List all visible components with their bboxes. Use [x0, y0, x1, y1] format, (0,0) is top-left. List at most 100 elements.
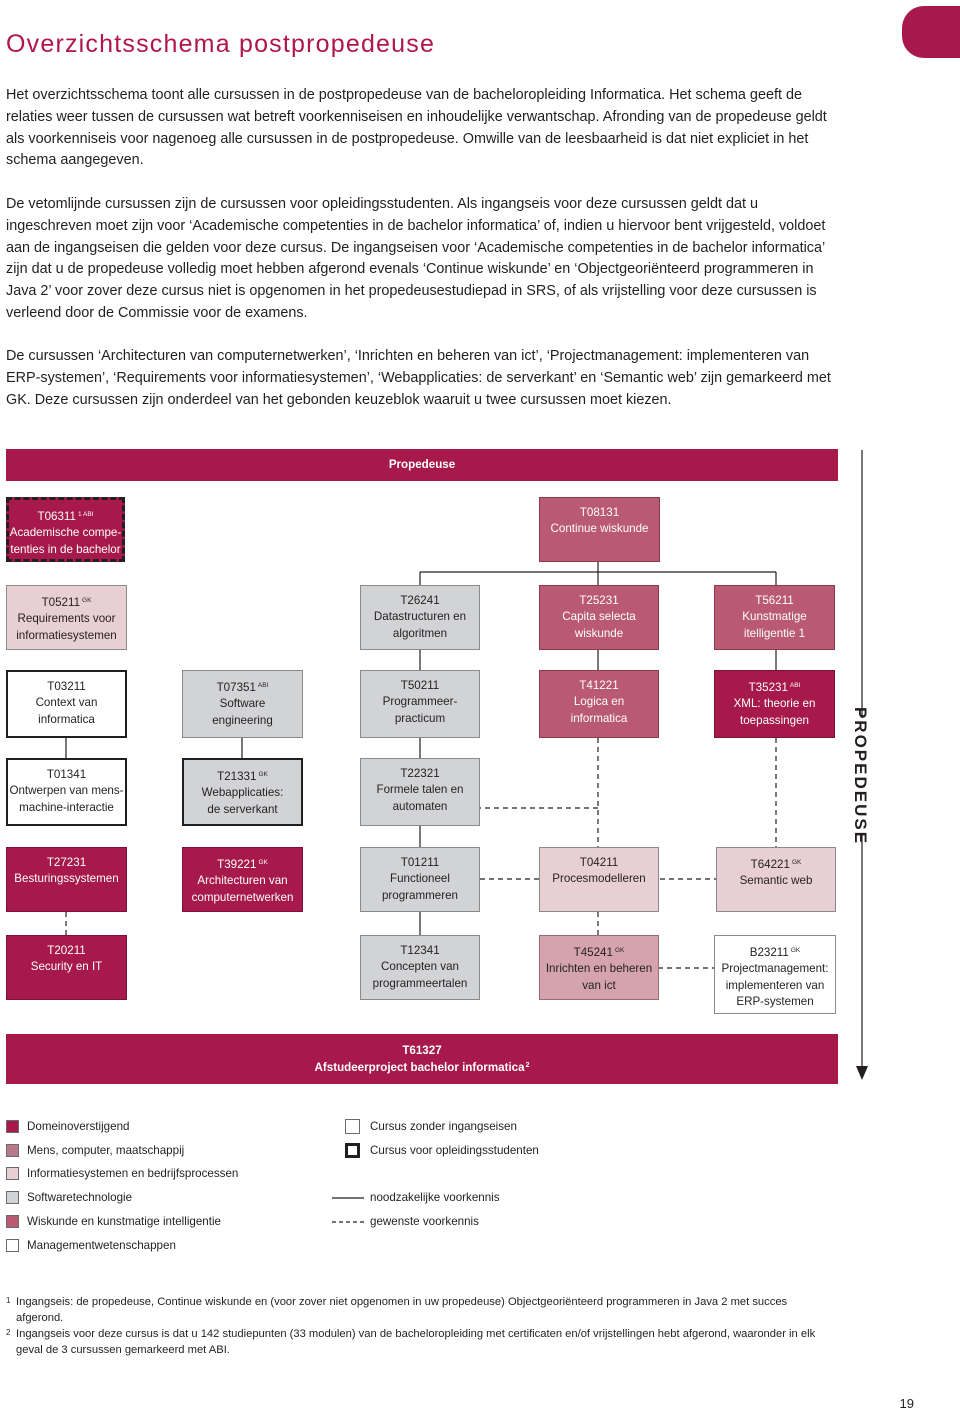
intro-paragraph: Het overzichtsschema toont alle cursusse…: [6, 87, 827, 169]
course-title-line: tenties in de bachelor: [10, 542, 121, 556]
course-title-line: practicum: [394, 711, 446, 725]
legend-label: Managementwetenschappen: [27, 1239, 176, 1252]
course-t04211[interactable]: T04211 Procesmodelleren: [539, 847, 659, 912]
course-code: T01211: [400, 856, 440, 869]
legend-label: gewenste voorkennis: [370, 1215, 479, 1228]
course-title-line: wiskunde: [574, 626, 624, 640]
footnote-1: 1 Ingangseis: de propedeuse, Continue wi…: [6, 1294, 836, 1326]
chapter-tab: [902, 6, 960, 58]
legend-swatch-mens: [6, 1144, 19, 1157]
course-title-line: informatiesystemen: [16, 628, 117, 642]
legend-swatch-wisk: [6, 1215, 19, 1228]
propedeuse-side-label: PROPEDEUSE: [836, 707, 884, 845]
course-code: T08131: [579, 506, 620, 519]
course-title-line: algoritmen: [392, 626, 448, 640]
course-code: T25231: [579, 594, 619, 607]
course-t01341[interactable]: T01341 Ontwerpen van mens- machine-inter…: [6, 758, 127, 826]
course-t12341[interactable]: T12341 Concepten van programmeertalen: [360, 935, 480, 1000]
footnote-2: 2 Ingangseis voor deze cursus is dat u 1…: [6, 1326, 836, 1358]
final-project-bar[interactable]: T61327 Afstudeerproject bachelor informa…: [6, 1034, 838, 1084]
course-t27231[interactable]: T27231 Besturingssystemen: [6, 847, 127, 912]
course-t41221[interactable]: T41221 Logica en informatica: [539, 670, 659, 738]
course-t56211[interactable]: T56211 Kunstmatige itelligentie 1: [714, 585, 835, 650]
course-code: T22321: [400, 767, 440, 780]
course-code: T01341: [46, 768, 87, 781]
course-t22321[interactable]: T22321 Formele talen en automaten: [360, 758, 480, 826]
course-title-line: Formele talen en: [376, 783, 464, 797]
course-title-line: Software: [219, 697, 266, 711]
course-t26241[interactable]: T26241 Datastructuren en algoritmen: [360, 585, 480, 650]
course-code: T20211: [47, 944, 86, 957]
footnote-number: 2: [6, 1328, 11, 1337]
course-t08131[interactable]: T08131 Continue wiskunde: [539, 497, 660, 562]
final-project-code: T61327: [402, 1044, 442, 1057]
course-code: T26241: [400, 594, 440, 607]
course-title-line: engineering: [212, 713, 273, 727]
course-t50211[interactable]: T50211 Programmeer- practicum: [360, 670, 480, 738]
course-title-line: Projectmanagement:: [721, 962, 829, 976]
course-title-line: Academische compe-: [9, 526, 122, 540]
course-title-line: Security en IT: [30, 960, 103, 974]
legend-swatch-bold-box: [345, 1143, 360, 1158]
course-title-line: Besturingssystemen: [14, 872, 119, 886]
legend-label: Informatiesystemen en bedrijfsprocessen: [27, 1167, 239, 1180]
course-title-line: Logica en: [573, 695, 625, 709]
legend-swatch-info: [6, 1167, 19, 1180]
course-t01211[interactable]: T01211 Functioneel programmeren: [360, 847, 480, 912]
legend-label: Softwaretechnologie: [27, 1191, 133, 1204]
course-title-line: implementeren van: [725, 978, 825, 992]
course-t20211[interactable]: T20211 Security en IT: [6, 935, 127, 1000]
course-title-line: de serverkant: [207, 802, 278, 816]
course-title-line: itelligentie 1: [743, 626, 806, 640]
course-code: T56211: [755, 594, 794, 607]
legend-label: Domeinoverstijgend: [27, 1120, 130, 1133]
course-title-line: toepassingen: [740, 713, 809, 727]
legend-swatch-plain-box: [345, 1119, 360, 1134]
page-title: Overzichtsschema postpropedeuse: [6, 30, 436, 58]
course-title-line: Ontwerpen van mens-: [9, 784, 124, 798]
course-title-line: informatica: [38, 712, 95, 726]
course-code: T04211: [579, 856, 619, 869]
propedeuse-side-text: PROPEDEUSE: [851, 706, 870, 846]
legend-line-samples: [332, 1197, 364, 1223]
course-t03211[interactable]: T03211 Context van informatica: [6, 670, 127, 738]
course-t25231[interactable]: T25231 Capita selecta wiskunde: [539, 585, 659, 650]
course-title-line: Context van: [35, 696, 98, 710]
course-title-line: programmeren: [381, 888, 459, 902]
legend-swatch-soft: [6, 1191, 19, 1204]
requirements-paragraph: De vetomlijnde cursussen zijn de cursuss…: [6, 196, 826, 321]
course-title-line: programmeertalen: [372, 976, 468, 990]
legend-label: noodzakelijke voorkennis: [370, 1191, 500, 1204]
course-title-line: Concepten van: [381, 960, 459, 974]
course-title-line: computernetwerken: [191, 890, 294, 904]
course-title-line: Capita selecta: [562, 610, 636, 624]
elective-paragraph: De cursussen ‘Architecturen van computer…: [6, 348, 831, 408]
course-title-line: XML: theorie en: [733, 697, 816, 711]
legend-swatch-mgmt: [6, 1239, 19, 1252]
course-title-line: Webapplicaties:: [201, 786, 284, 800]
course-code: T41221: [579, 679, 619, 692]
legend-swatch-domein: [6, 1120, 19, 1133]
footnote-text: Ingangseis voor deze cursus is dat u 142…: [16, 1328, 816, 1356]
legend-label: Cursus zonder ingangseisen: [370, 1120, 517, 1133]
course-title-line: Architecturen van: [197, 874, 288, 888]
course-title-line: Continue wiskunde: [550, 522, 649, 536]
course-title-line: machine-interactie: [19, 800, 114, 814]
legend-label: Wiskunde en kunstmatige intelligentie: [27, 1215, 221, 1228]
